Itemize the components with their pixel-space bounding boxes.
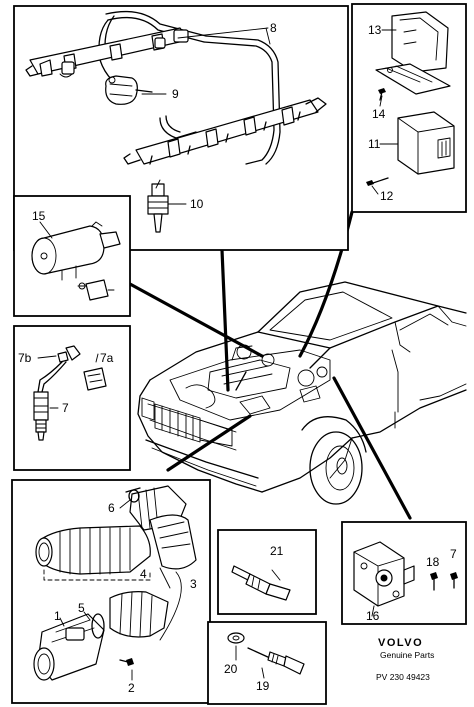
volvo-logo: VOLVO (378, 637, 423, 649)
air-intake-box: 6 4 3 1 5 2 (11, 479, 211, 704)
leader-lines (128, 210, 412, 520)
coolant-sensor-box: 20 19 (207, 621, 327, 705)
callout-2: 2 (128, 681, 135, 695)
callout-3: 3 (190, 577, 197, 591)
callout-19: 19 (256, 679, 270, 693)
callout-8: 8 (270, 21, 277, 35)
volvo-brand-block: VOLVO Genuine Parts PV 230 49423 (376, 637, 434, 682)
callout-7: 7 (62, 401, 69, 415)
callout-16: 16 (366, 609, 380, 623)
callout-7a: 7a (100, 351, 114, 365)
callout-4: 4 (140, 567, 147, 581)
fuel-filter-box: 15 (13, 195, 131, 317)
car-illustration (137, 281, 467, 505)
callout-13: 13 (368, 23, 382, 37)
callout-20: 20 (224, 662, 238, 676)
temperature-sensor-box: 21 (217, 529, 317, 615)
callout-12: 12 (380, 189, 394, 203)
callout-5: 5 (78, 601, 85, 615)
callout-6: 6 (108, 501, 115, 515)
callout-21: 21 (270, 544, 284, 558)
genuine-parts-tagline: Genuine Parts (380, 650, 434, 660)
part-reference-number: PV 230 49423 (376, 672, 430, 682)
oxygen-sensor-box: 7b 7a 7 (13, 325, 131, 471)
callout-14: 14 (372, 107, 386, 121)
callout-15: 15 (32, 209, 46, 223)
callout-7b: 7b (18, 351, 32, 365)
throttle-switch-box: 16 18 7 (341, 521, 467, 625)
callout-11: 11 (368, 137, 381, 151)
callout-18: 18 (426, 555, 440, 569)
callout-1: 1 (54, 609, 61, 623)
callout-10: 10 (190, 197, 204, 211)
callout-7-right: 7 (450, 547, 457, 561)
callout-9: 9 (172, 87, 179, 101)
control-unit-box: 13 14 11 12 (351, 3, 467, 213)
